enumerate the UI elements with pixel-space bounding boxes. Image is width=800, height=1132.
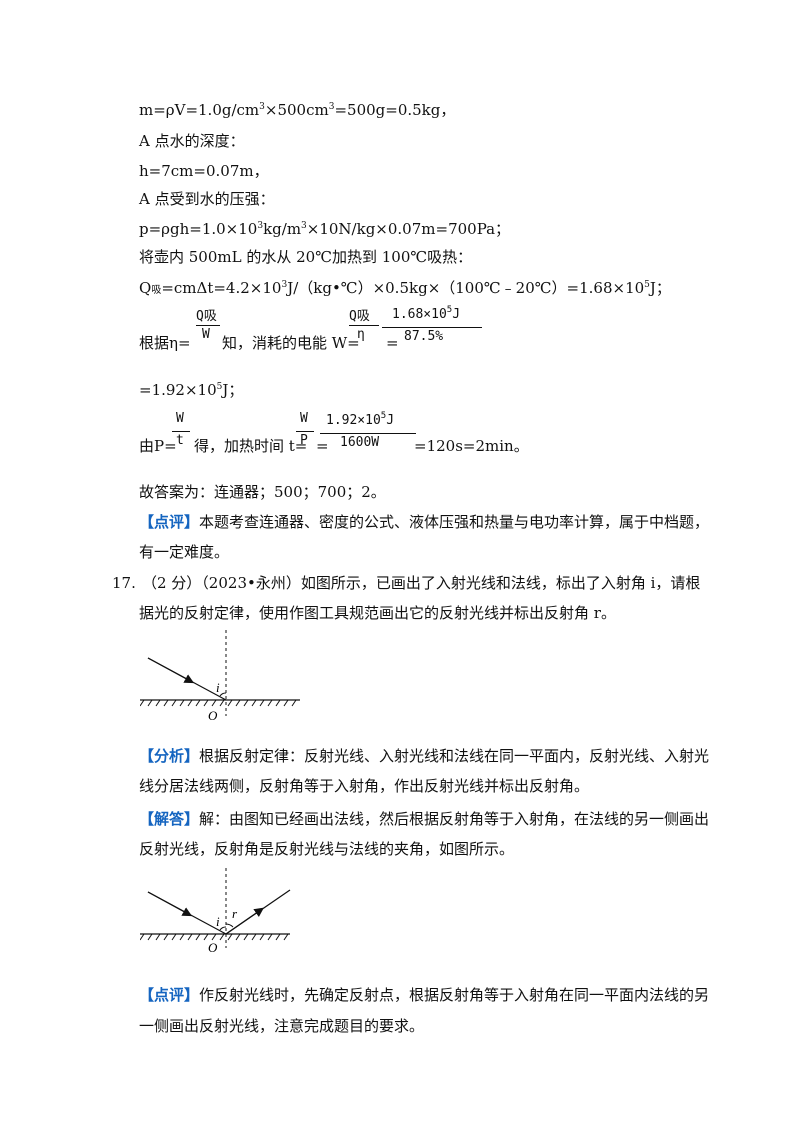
efficiency-text-b: 知，消耗的电能 W= xyxy=(222,334,360,352)
label-o: O xyxy=(208,940,218,955)
power-text-b: 得，加热时间 t= xyxy=(194,437,308,455)
analysis-line-1: 【分析】根据反射定律：反射光线、入射光线和法线在同一平面内，反射光线、入射光 xyxy=(139,747,710,765)
equals-sign: = xyxy=(386,334,399,352)
figure-incident-ray: i O xyxy=(140,630,300,723)
comment-line-1: 【点评】本题考查连通器、密度的公式、液体压强和热量与电功率计算，属于中档题， xyxy=(139,513,710,531)
label-i: i xyxy=(216,914,220,929)
label-o: O xyxy=(208,708,218,723)
equals-sign-2: = xyxy=(316,437,329,455)
question-line-1: （2 分）（2023•永州）如图所示，已画出了入射光线和法线，标出了入射角 i，… xyxy=(142,574,701,592)
analysis-line-2: 线分居法线两侧，反射角等于入射角，作出反射光线并标出反射角。 xyxy=(139,777,590,795)
pressure-equation: p=ρgh=1.0×103kg/m3×10N/kg×0.07m=700Pa； xyxy=(139,220,511,238)
pressure-heading: A 点受到水的压强： xyxy=(139,190,275,208)
label-r: r xyxy=(232,906,238,921)
question-number: 17. xyxy=(112,574,136,592)
final-comment-line-2: 一侧画出反射光线，注意完成题目的要求。 xyxy=(139,1017,425,1035)
depth-equation: h=7cm=0.07m， xyxy=(139,162,269,180)
power-text-a: 由P= xyxy=(139,437,177,455)
label-i: i xyxy=(216,680,220,695)
mass-equation: m=ρV=1.0g/cm3×500cm3=500g=0.5kg， xyxy=(139,101,456,119)
energy-result: =1.92×105J； xyxy=(139,381,244,399)
heating-heading: 将壶内 500mL 的水从 20℃加热到 100℃吸热： xyxy=(139,248,473,266)
solution-line-1: 【解答】解：由图知已经画出法线，然后根据反射角等于入射角，在法线的另一侧画出 xyxy=(139,810,710,828)
final-comment-line-1: 【点评】作反射光线时，先确定反射点，根据反射角等于入射角在同一平面内法线的另 xyxy=(139,986,710,1004)
solution-line-2: 反射光线，反射角是反射光线与法线的夹角，如图所示。 xyxy=(139,840,515,858)
heat-equation: Q吸=cmΔt=4.2×103J/（kg•℃）×0.5kg×（100℃﹣20℃）… xyxy=(139,279,671,297)
efficiency-text-a: 根据η= xyxy=(139,334,191,352)
question-line-2: 据光的反射定律，使用作图工具规范画出它的反射光线并标出反射角 r。 xyxy=(139,604,616,622)
time-result: =120s=2min。 xyxy=(414,437,529,455)
depth-heading: A 点水的深度： xyxy=(139,132,245,150)
comment-line-2: 有一定难度。 xyxy=(139,543,230,561)
answer-line: 故答案为：连通器；500；700；2。 xyxy=(139,483,386,501)
figure-reflection: i r O xyxy=(140,868,291,955)
